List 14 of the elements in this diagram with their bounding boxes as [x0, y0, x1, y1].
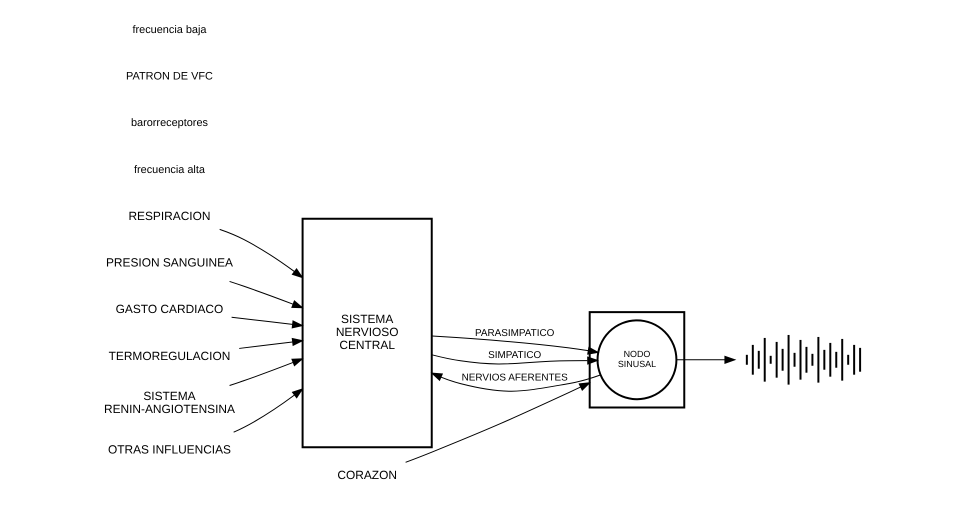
- label: frecuencia baja: [132, 24, 206, 36]
- label: PATRON DE VFC: [126, 70, 212, 82]
- label: barorreceptores: [130, 117, 208, 130]
- label: frecuencia alta: [134, 164, 204, 176]
- edge-label: PARASIMPATICO: [474, 328, 554, 339]
- node-text: CORAZON: [336, 468, 396, 482]
- node-text: PRESION SANGUINEA: [105, 256, 232, 270]
- node-text: RESPIRACION: [128, 208, 210, 223]
- edge-label: SIMPATICO: [488, 350, 541, 361]
- node-text: SISTEMA RENIN-ANGIOTENSINA: [103, 389, 234, 416]
- node-text: GASTO CARDIACO: [115, 302, 223, 316]
- node-text: OTRAS INFLUENCIAS: [107, 442, 231, 456]
- edge-label: NERVIOS AFERENTES: [461, 372, 568, 384]
- node-text: TERMOREGULACION: [108, 348, 230, 363]
